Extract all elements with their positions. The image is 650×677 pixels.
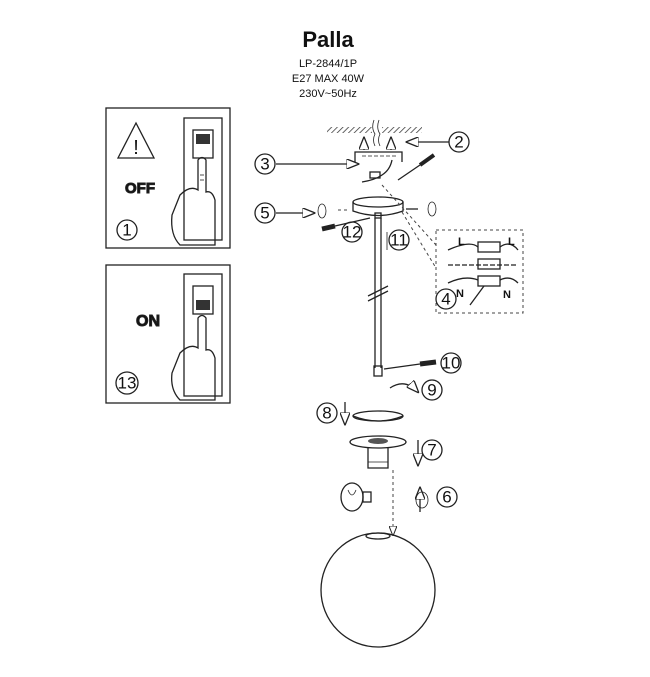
glass-globe [320, 532, 436, 648]
glass-holder [349, 435, 407, 449]
neutral-left-label: N [456, 288, 464, 300]
step-3-label: 3 [260, 155, 269, 174]
switch-on-panel: ON 13 [105, 264, 231, 404]
switch-off-panel: ! OFF 1 [105, 107, 231, 249]
step-5-label: 5 [260, 204, 269, 223]
step-11-label: 11 [390, 231, 408, 250]
on-label: ON [136, 313, 160, 330]
step-4-label: 4 [441, 290, 450, 309]
screw-rotate-icon [427, 201, 437, 217]
step-1-label: 1 [122, 221, 131, 240]
bulb-spec: E27 MAX 40W [292, 73, 365, 85]
screw-rotate-icon [317, 203, 327, 219]
ceiling [327, 119, 422, 147]
voltage-spec: 230V~50Hz [299, 88, 357, 100]
model-number: LP-2844/1P [299, 58, 357, 70]
rotate-arrow-icon [415, 491, 429, 509]
hand-icon [171, 314, 216, 401]
wall-switch-icon [183, 117, 223, 241]
live-right-label: L [508, 236, 515, 248]
suspension-rod [367, 218, 389, 377]
neutral-right-label: N [503, 289, 511, 301]
live-left-label: L [458, 236, 465, 248]
screwdriver-icon [397, 153, 436, 181]
step-2-label: 2 [454, 133, 463, 152]
svg-text:!: ! [133, 137, 139, 159]
step-8-label: 8 [322, 404, 331, 423]
wiring-detail: L L N N 4 [435, 229, 524, 314]
hand-icon [171, 156, 216, 246]
product-title: Palla [302, 27, 354, 52]
step-13-label: 13 [118, 374, 137, 393]
step-7-label: 7 [427, 441, 436, 460]
screwdriver-icon [383, 359, 437, 370]
mounting-bracket [354, 151, 403, 162]
warning-icon: ! [116, 121, 156, 159]
lamp-socket [367, 447, 389, 469]
canopy [352, 196, 404, 219]
step-9-label: 9 [427, 381, 436, 400]
step-12-label: 12 [343, 223, 362, 242]
step-10-label: 10 [442, 354, 461, 373]
step-6-label: 6 [442, 488, 451, 507]
rotate-arrow-icon [389, 384, 418, 392]
light-bulb-icon [340, 482, 372, 512]
socket-cap [352, 410, 404, 422]
wall-switch-icon [183, 273, 223, 397]
off-label: OFF [125, 180, 155, 197]
